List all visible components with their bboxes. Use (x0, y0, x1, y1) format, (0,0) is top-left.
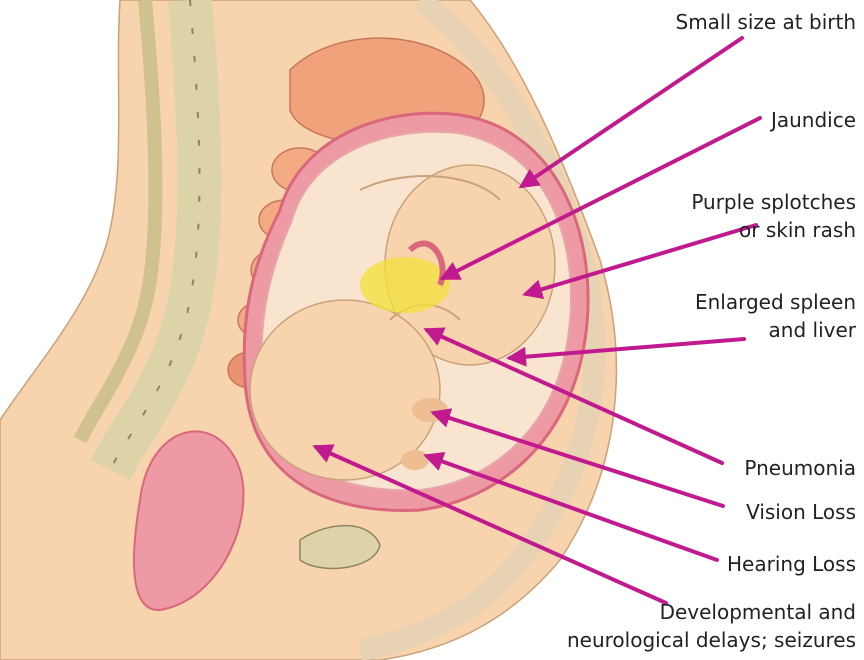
label-purple-splotches: Purple splotches or skin rash (691, 188, 856, 244)
label-line: or skin rash (691, 216, 856, 244)
label-enlarged-spleen-liver: Enlarged spleen and liver (695, 288, 856, 344)
arrow-small-size (522, 38, 742, 186)
label-vision-loss: Vision Loss (746, 498, 856, 526)
label-line: Jaundice (771, 106, 856, 134)
label-line: neurological delays; seizures (567, 626, 856, 654)
label-line: Hearing Loss (727, 550, 856, 578)
label-pneumonia: Pneumonia (744, 454, 856, 482)
label-line: and liver (695, 316, 856, 344)
label-line: Developmental and (567, 598, 856, 626)
label-line: Purple splotches (691, 188, 856, 216)
label-jaundice: Jaundice (771, 106, 856, 134)
liver-spleen-highlight (360, 257, 450, 313)
label-line: Pneumonia (744, 454, 856, 482)
label-line: Small size at birth (676, 8, 857, 36)
label-small-size-at-birth: Small size at birth (676, 8, 857, 36)
label-developmental-delays: Developmental and neurological delays; s… (567, 598, 856, 654)
label-hearing-loss: Hearing Loss (727, 550, 856, 578)
label-line: Enlarged spleen (695, 288, 856, 316)
label-line: Vision Loss (746, 498, 856, 526)
